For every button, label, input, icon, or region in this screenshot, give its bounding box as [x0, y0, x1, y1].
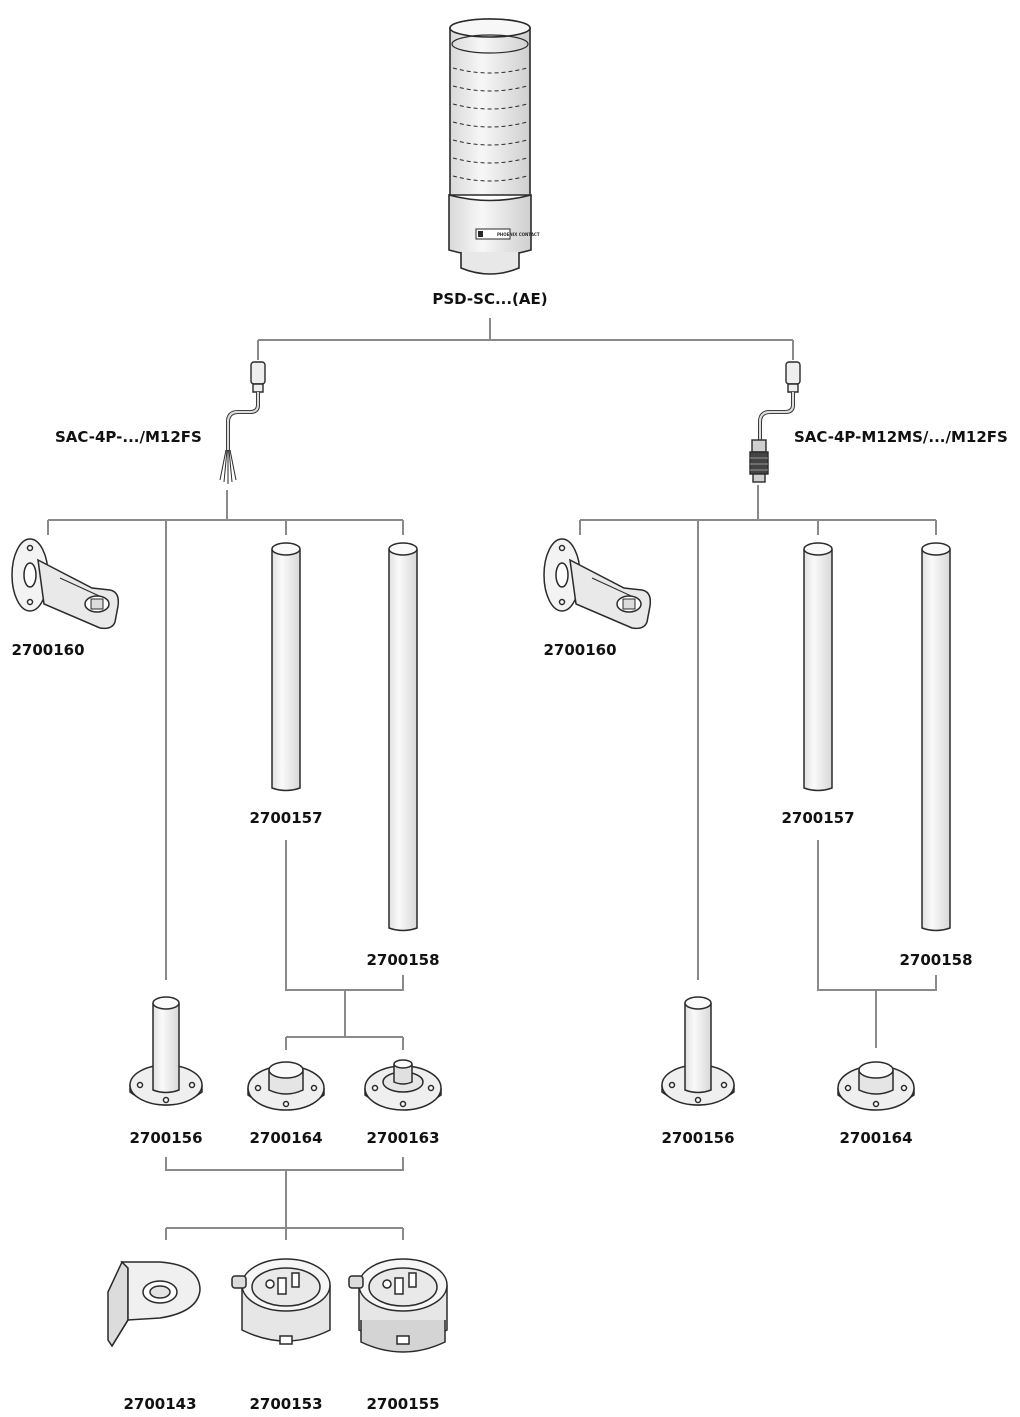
part-number-label: 2700158	[899, 951, 973, 969]
cable-open-ends-icon	[219, 361, 266, 484]
tube-long-icon	[388, 542, 418, 932]
tube-short-icon	[271, 542, 301, 792]
part-number-label: 2700164	[249, 1129, 323, 1147]
tube-short-icon	[803, 542, 833, 792]
angle-bracket-icon	[107, 1260, 201, 1348]
base-plate-icon	[247, 1061, 325, 1111]
part-number-label: 2700153	[249, 1395, 323, 1413]
cable-m12-connector-icon	[749, 361, 801, 483]
part-number-label: 2700155	[366, 1395, 440, 1413]
connector-lines	[47, 318, 937, 1240]
product-label: PSD-SC...(AE)	[432, 290, 548, 308]
cable-label-left: SAC-4P-.../M12FS	[55, 428, 202, 446]
wall-bracket-icon	[543, 538, 652, 630]
base-plate-m12-icon	[364, 1059, 442, 1111]
base-with-tube-icon	[661, 996, 735, 1106]
logo-text: PHOENIX CONTACT	[497, 232, 540, 237]
wall-bracket-icon	[11, 538, 120, 630]
part-number-label: 2700156	[661, 1129, 735, 1147]
part-number-label: 2700156	[129, 1129, 203, 1147]
part-number-label: 2700160	[11, 641, 85, 659]
signal-tower-icon	[448, 18, 532, 275]
base-plate-icon	[837, 1061, 915, 1111]
part-number-label: 2700158	[366, 951, 440, 969]
part-number-label: 2700164	[839, 1129, 913, 1147]
mounting-housing-icon	[348, 1258, 448, 1353]
part-number-label: 2700160	[543, 641, 617, 659]
cable-label-right: SAC-4P-M12MS/.../M12FS	[794, 428, 1008, 446]
part-number-label: 2700143	[123, 1395, 197, 1413]
part-number-label: 2700157	[781, 809, 855, 827]
tube-long-icon	[921, 542, 951, 932]
part-number-label: 2700163	[366, 1129, 440, 1147]
base-with-tube-icon	[129, 996, 203, 1106]
part-number-label: 2700157	[249, 809, 323, 827]
mounting-housing-icon	[231, 1258, 331, 1345]
